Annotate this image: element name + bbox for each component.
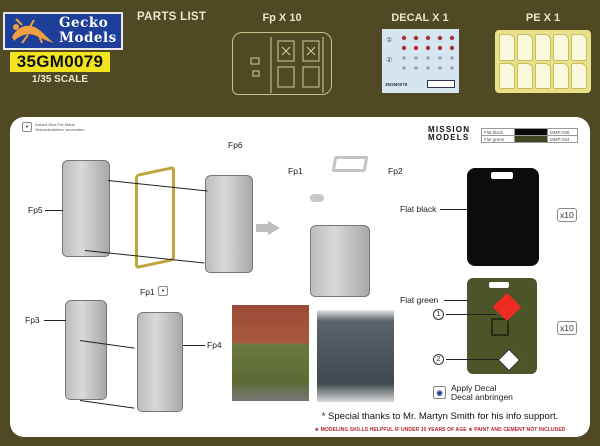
thanks-note: * Special thanks to Mr. Martyn Smith for… — [321, 411, 559, 422]
callout-fp6: Fp6 — [228, 140, 243, 150]
paint-swatch-black — [514, 128, 548, 136]
pe-frame — [535, 34, 551, 61]
callout-fp4: Fp4 — [207, 340, 222, 350]
can-half-fp4 — [137, 312, 183, 412]
gecko-icon — [12, 18, 54, 44]
paint-name: Flat black — [481, 128, 515, 136]
decal-markings-icon — [401, 35, 455, 70]
pe-frame — [553, 34, 569, 61]
decal-marker-2: ② — [386, 57, 393, 64]
leader-line — [444, 300, 468, 301]
leader-line — [183, 345, 205, 346]
glue-legend-line2: Sekundenkleber verwenden — [35, 127, 85, 132]
pe-frame — [553, 62, 569, 89]
leader-line — [446, 359, 498, 360]
product-code: 35GM0079 — [10, 52, 110, 72]
quantity-black: x10 — [557, 208, 577, 222]
reference-photo-gray-can — [317, 310, 394, 402]
can-center-panel — [491, 318, 509, 336]
can-half-fp6 — [205, 175, 253, 273]
plastic-sprue — [232, 32, 332, 95]
warning-star-icon: ★ — [468, 427, 475, 433]
callout-fp1: Fp1 — [140, 287, 155, 297]
decal-marker-1-callout: 1 — [433, 309, 444, 320]
paint-table: Flat black MMP-035 Flat green MMP-034 — [481, 128, 578, 143]
glue-legend: • Instant Glue For Metal Sekundenkleber … — [22, 122, 85, 132]
decal-marker-2-callout: 2 — [433, 354, 444, 365]
glue-legend-line1: Instant Glue For Metal — [35, 122, 75, 127]
paint-swatch-green — [514, 135, 548, 143]
scale-label: 1/35 SCALE — [31, 74, 89, 85]
leader-line — [440, 209, 468, 210]
quantity-green: x10 — [557, 321, 577, 335]
label-flat-green: Flat green — [400, 295, 439, 305]
part-label-pe: PE X 1 — [525, 12, 561, 24]
assembled-can — [310, 225, 370, 297]
part-label-sprue: Fp X 10 — [262, 12, 302, 24]
next-step-arrow-tail — [256, 224, 268, 232]
brand-line1: Gecko — [59, 15, 109, 31]
next-step-arrow-icon — [268, 221, 280, 235]
mission-models-line2: MODELS — [428, 133, 470, 142]
apply-decal-line1: Apply Decal — [451, 383, 497, 393]
glue-icon: • — [158, 286, 168, 296]
leader-line — [45, 210, 63, 211]
can-handle-opening — [491, 172, 513, 179]
pe-frame — [571, 62, 587, 89]
warning-paint: PAINT AND CEMENT NOT INCLUDED — [474, 427, 566, 433]
pe-frame-fp1 — [135, 165, 175, 270]
pe-frame — [499, 34, 515, 61]
pe-frame — [517, 62, 533, 89]
photo-etched-fret — [495, 30, 591, 93]
mission-models-logo: MISSION MODELS — [428, 126, 470, 142]
can-handle-opening — [489, 282, 509, 288]
black-jerrycan — [467, 168, 539, 266]
apply-decal-legend: ◉ Apply Decal Decal anbringen — [433, 384, 513, 401]
paint-name: Flat green — [481, 135, 515, 143]
sprue-parts-icon — [250, 37, 324, 93]
decal-sheet: ① ② 35GM0079 — [382, 29, 459, 93]
label-flat-black: Flat black — [400, 204, 437, 214]
leader-line — [44, 320, 66, 321]
glue-icon: • — [22, 122, 32, 132]
gecko-models-logo: Gecko Models — [3, 12, 123, 50]
decal-marker-1: ① — [386, 37, 393, 44]
brand-name: Gecko Models — [59, 16, 117, 46]
paint-row: Flat green MMP-034 — [481, 135, 578, 143]
decal-icon: ◉ — [433, 386, 446, 399]
paint-code: MMP-035 — [547, 128, 578, 136]
part-label-decal: DECAL X 1 — [391, 12, 449, 24]
apply-decal-line2: Decal anbringen — [451, 391, 513, 402]
warning-star-icon: ★ — [314, 427, 321, 433]
parts-list-title: PARTS LIST — [137, 11, 207, 23]
can-half-fp3 — [65, 300, 107, 400]
decal-logo — [427, 80, 455, 88]
pe-frame — [517, 34, 533, 61]
callout-fp3: Fp3 — [25, 315, 40, 325]
warning-age: MODELING SKILLS HELPFUL IF UNDER 10 YEAR… — [320, 427, 467, 433]
brand-line2: Models — [59, 30, 117, 46]
pe-frame — [535, 62, 551, 89]
mission-models-line1: MISSION — [428, 125, 471, 134]
warnings-line: ★ MODELING SKILLS HELPFUL IF UNDER 10 YE… — [295, 427, 585, 433]
paint-row: Flat black MMP-035 — [481, 128, 578, 136]
pe-frame — [571, 34, 587, 61]
reference-photo-green-can — [232, 305, 309, 401]
paint-code: MMP-034 — [547, 135, 578, 143]
can-half-fp5 — [62, 160, 110, 257]
pe-frame — [499, 62, 515, 89]
handle-fp2 — [331, 156, 369, 172]
cap-fp1 — [310, 194, 324, 202]
decal-sheet-code: 35GM0079 — [385, 82, 408, 87]
leader-line — [446, 314, 496, 315]
callout-fp5: Fp5 — [28, 205, 43, 215]
callout-fp2: Fp2 — [388, 166, 403, 176]
callout-fp1-step2: Fp1 — [288, 166, 303, 176]
